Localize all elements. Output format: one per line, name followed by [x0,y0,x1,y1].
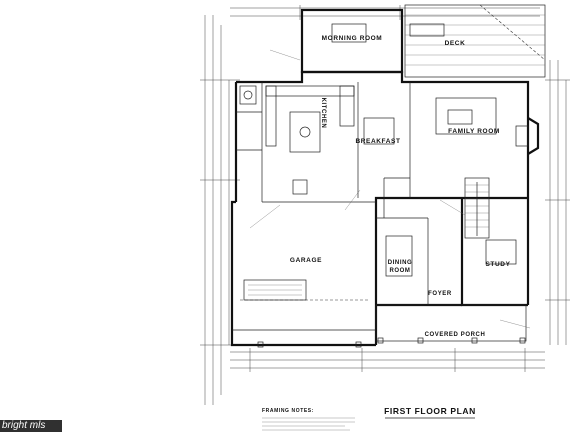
dimension-lines [200,5,570,405]
watermark-logo: bright mls [0,420,62,432]
title-block: FIRST FLOOR PLAN FRAMING NOTES: [262,406,476,431]
fireplace [515,125,529,147]
room-label-dining: DINING [388,260,413,266]
room-label-morning-room: MORNING ROOM [322,35,383,42]
deck-boards [404,4,546,78]
interior-walls [236,82,429,305]
room-label-kitchen: KITCHEN [320,98,326,129]
annotation-leaders [249,49,531,329]
room-label-deck: DECK [445,40,466,47]
plan-title: FIRST FLOOR PLAN [384,406,476,416]
room-label-family-room: FAMILY ROOM [448,128,500,135]
porch-columns [257,304,527,348]
room-label-covered-porch: COVERED PORCH [425,332,486,338]
exterior-walls [230,8,540,347]
room-label-breakfast: BREAKFAST [355,138,400,145]
room-label-dining-room: ROOM [389,268,410,274]
room-label-foyer: FOYER [428,291,452,297]
kitchen-fixtures [239,85,355,195]
room-label-garage: GARAGE [290,257,322,264]
framing-notes-heading: FRAMING NOTES: [262,408,314,414]
garage-door [232,279,376,331]
furniture [331,23,517,277]
room-label-study: STUDY [485,261,510,268]
stairs [464,177,490,239]
